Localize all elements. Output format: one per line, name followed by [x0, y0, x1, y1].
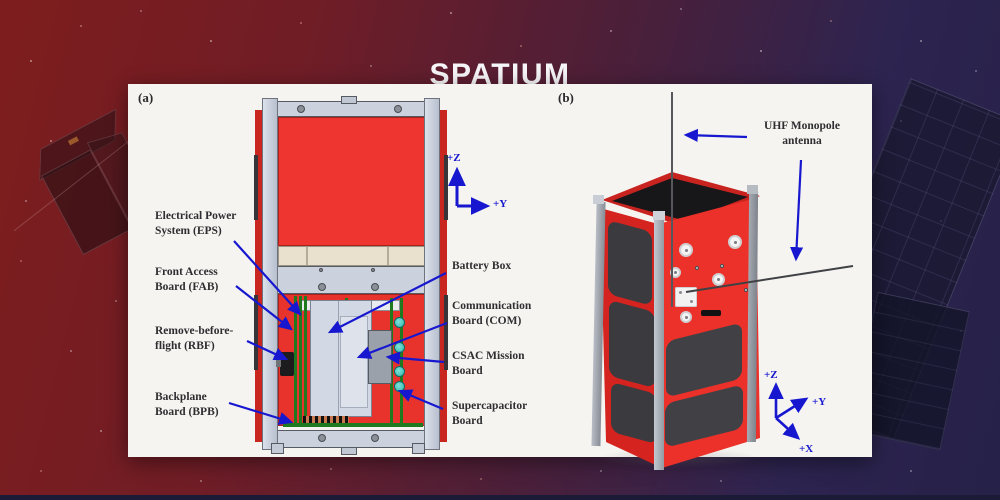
spacer-divider — [387, 247, 389, 265]
pcb-board — [294, 296, 297, 426]
axis-label-x-b: +X — [799, 443, 814, 455]
csac-module — [368, 330, 392, 384]
label-battery: Battery Box — [452, 260, 512, 272]
side-solar-cell — [254, 295, 258, 370]
rail-cap — [653, 211, 665, 220]
supercapacitor — [394, 381, 405, 392]
rbf-switch-tab — [276, 358, 281, 367]
standoff — [670, 267, 681, 278]
axis-label-y-b: +Y — [812, 396, 827, 408]
axis-label-z-b: +Z — [764, 369, 778, 381]
backplane-connector — [303, 416, 349, 423]
antenna-bracket — [675, 287, 697, 307]
cubesat-render — [588, 170, 768, 470]
screw — [371, 434, 379, 442]
bracket-screw — [679, 291, 682, 294]
standoff — [679, 243, 693, 257]
bracket-screw — [690, 300, 693, 303]
top-nub — [341, 96, 357, 104]
standoff — [680, 311, 692, 323]
screw — [318, 434, 326, 442]
bottom-bar — [0, 495, 1000, 500]
screw — [318, 283, 326, 291]
standoff — [728, 235, 742, 249]
screw — [371, 268, 375, 272]
structure-rail-left — [262, 98, 278, 450]
side-solar-cell — [444, 295, 448, 370]
label-csac: CSAC Mission Board — [452, 350, 525, 378]
axis-label-z-a: +Z — [447, 152, 461, 164]
label-bpb: Backplane Board (BPB) — [155, 391, 219, 419]
supercapacitor — [394, 342, 405, 353]
screw — [371, 283, 379, 291]
pcb-board — [299, 296, 302, 426]
supercapacitor — [394, 366, 405, 377]
spacer-divider — [306, 247, 308, 265]
access-slot — [701, 310, 721, 316]
supercapacitor — [394, 317, 405, 328]
label-eps: Electrical Power System (EPS) — [155, 210, 237, 238]
backplane-board — [283, 423, 423, 427]
screw — [720, 264, 724, 268]
rbf-switch — [280, 352, 294, 376]
battery-box-divider — [338, 301, 339, 416]
label-supercap: Supercapacitor Board — [452, 400, 528, 428]
starfield — [0, 0, 2, 2]
foot — [271, 443, 284, 454]
battery-box-inner — [340, 316, 368, 408]
mid-frame — [272, 266, 432, 294]
screw — [695, 266, 699, 270]
label-com: Communication Board (COM) — [452, 300, 532, 328]
label-rbf: Remove-before- flight (RBF) — [155, 325, 234, 353]
pcb-board — [304, 296, 307, 426]
label-uhf-antenna: UHF Monopole antenna — [764, 120, 840, 148]
structure-rail-right — [424, 98, 440, 450]
axis-label-y-a: +Y — [493, 198, 508, 210]
panel-spacer-strip — [278, 246, 426, 266]
label-fab: Front Access Board (FAB) — [155, 266, 219, 294]
bottom-nub — [341, 447, 357, 455]
side-solar-panel — [609, 299, 655, 389]
panel-b-tag: (b) — [558, 90, 574, 105]
screw — [297, 105, 305, 113]
screw — [394, 105, 402, 113]
corner-rail — [654, 218, 664, 470]
side-solar-panel — [608, 220, 652, 306]
bottom-frame — [270, 430, 426, 448]
front-solar-panel — [278, 117, 426, 246]
screw — [319, 268, 323, 272]
side-solar-cell — [254, 155, 258, 220]
standoff — [712, 273, 725, 286]
panel-a-tag: (a) — [138, 90, 154, 105]
rail-cap — [593, 195, 604, 204]
rail-cap — [747, 185, 758, 194]
foot — [412, 443, 425, 454]
side-solar-cell — [444, 155, 448, 220]
